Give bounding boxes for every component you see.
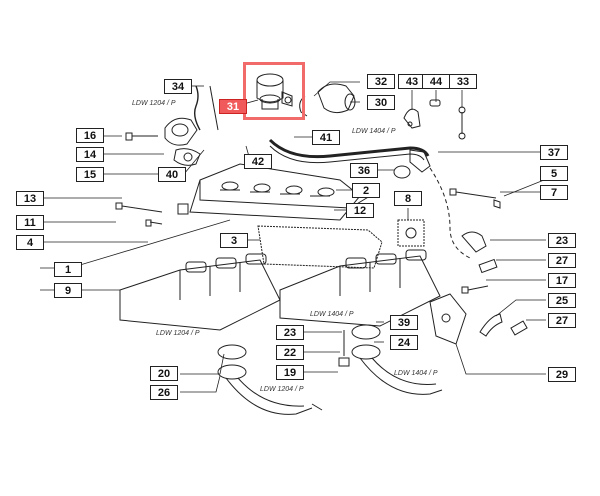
callout-23-bottom: 23 [276,325,304,340]
callout-9: 9 [54,283,82,298]
callout-34: 34 [164,79,192,94]
o-ring-drawing [393,165,411,179]
callout-16: 16 [76,128,104,143]
callout-4: 4 [16,235,44,250]
callout-43: 43 [398,74,426,89]
callout-27-top: 27 [548,253,576,268]
callout-22: 22 [276,345,304,360]
callout-15: 15 [76,167,104,182]
callout-27-bottom: 27 [548,313,576,328]
manifold-hardware-drawing [429,231,528,345]
bolt-set-drawing [115,188,501,227]
clamp-parts-drawing [403,99,466,140]
callout-31: 31 [219,99,247,114]
callout-32: 32 [367,74,395,89]
callout-44: 44 [422,74,450,89]
callout-11: 11 [16,215,44,230]
thermostat-housing-drawing [125,117,201,166]
breather-pipe-drawing [193,85,201,131]
callout-37: 37 [540,145,568,160]
callout-14: 14 [76,147,104,162]
callout-17: 17 [548,273,576,288]
callout-19: 19 [276,365,304,380]
callout-1: 1 [54,262,82,277]
callout-23-right: 23 [548,233,576,248]
exhaust-pipe-left-drawing [217,344,323,415]
callout-39: 39 [390,315,418,330]
callout-3: 3 [220,233,248,248]
caption-ldw1404-mid: LDW 1404 / P [310,311,354,318]
callout-2: 2 [352,183,380,198]
callout-40: 40 [158,167,186,182]
callout-12: 12 [346,203,374,218]
exhaust-pipe-right-drawing [338,324,443,395]
egr-pipe-drawing [268,138,471,259]
callout-24: 24 [390,335,418,350]
caption-ldw1204-bot: LDW 1204 / P [260,386,304,393]
callout-36: 36 [350,163,378,178]
callout-30: 30 [367,95,395,110]
callout-8: 8 [394,191,422,206]
highlight-frame [243,62,305,120]
caption-ldw1204-top: LDW 1204 / P [132,100,176,107]
callout-29: 29 [548,367,576,382]
callout-20: 20 [150,366,178,381]
callout-25: 25 [548,293,576,308]
caption-ldw1204-mid: LDW 1204 / P [156,330,200,337]
callout-42: 42 [244,154,272,169]
callout-33: 33 [449,74,477,89]
callout-7: 7 [540,185,568,200]
callout-13: 13 [16,191,44,206]
caption-ldw1404-top: LDW 1404 / P [352,128,396,135]
callout-26: 26 [150,385,178,400]
exhaust-manifold-right-drawing [279,249,441,327]
callout-5: 5 [540,166,568,181]
manifold-gasket-drawing [257,219,425,269]
callout-41: 41 [312,130,340,145]
egr-valve-drawing [256,73,293,110]
caption-ldw1404-bot: LDW 1404 / P [394,370,438,377]
